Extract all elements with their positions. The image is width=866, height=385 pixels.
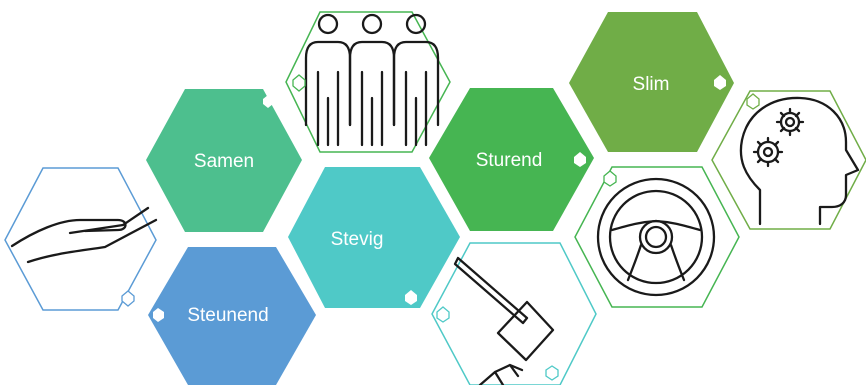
- hex-stevig: Stevig: [288, 167, 460, 308]
- hex-dot-icon: [153, 308, 164, 322]
- hex-steunend-shape: [148, 247, 316, 385]
- hex-sturend: Sturend: [429, 88, 594, 231]
- hex-head: [711, 90, 866, 230]
- hex-dot-icon: [121, 290, 135, 307]
- steering-wheel-icon: [596, 177, 716, 297]
- hex-dot-icon: [603, 170, 617, 187]
- hex-dot-icon: [292, 74, 306, 92]
- hex-hammer: [431, 242, 597, 385]
- helping-hand-icon: [10, 206, 158, 264]
- hex-dot-icon: [263, 95, 273, 108]
- team-people-icon: [304, 13, 440, 147]
- hammer-icon: [453, 256, 555, 385]
- hex-dot-icon: [405, 290, 417, 305]
- hex-stevig-shape: [288, 167, 460, 308]
- hex-people: [285, 11, 451, 153]
- hex-dot-icon: [436, 306, 450, 323]
- label-slim: Slim: [633, 74, 670, 95]
- hex-dot-icon: [545, 365, 559, 381]
- hex-slim: Slim: [569, 12, 734, 152]
- hex-dot-icon: [746, 93, 760, 110]
- label-samen: Samen: [194, 151, 254, 172]
- hex-wheel: [574, 166, 740, 308]
- hex-slim-shape: [569, 12, 734, 152]
- head-gears-icon: [739, 96, 860, 226]
- label-sturend: Sturend: [476, 150, 543, 171]
- label-stevig: Stevig: [331, 229, 384, 250]
- hex-samen: Samen: [146, 89, 302, 232]
- hex-dot-icon: [714, 75, 726, 90]
- hex-hand: [4, 167, 158, 311]
- hex-sturend-shape: [429, 88, 594, 231]
- hex-samen-shape: [146, 89, 302, 232]
- hex-steunend: Steunend: [148, 247, 316, 385]
- label-steunend: Steunend: [187, 305, 268, 326]
- hex-dot-icon: [574, 152, 586, 167]
